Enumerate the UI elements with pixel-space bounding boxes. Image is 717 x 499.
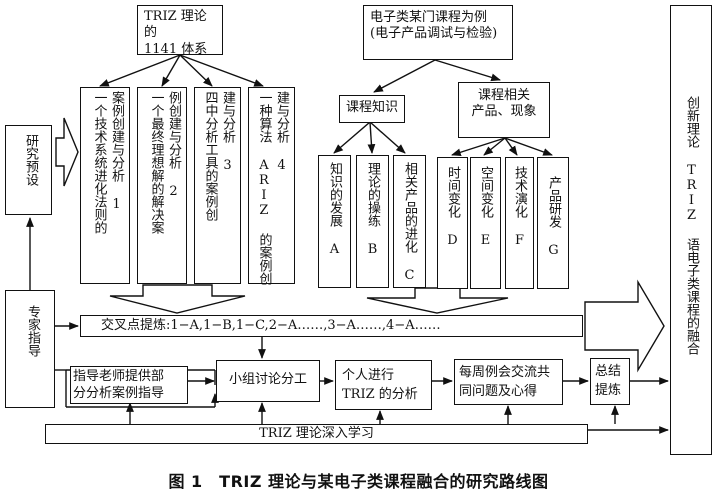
course-products-line1: 课程相关 [477, 88, 530, 103]
product-item-g-label: 产品研发 G [546, 176, 561, 258]
course-example-line2: (电子产品调试与检验) [370, 26, 498, 42]
individual-analysis-box: 个人进行 TRIZ 的分析 [335, 360, 432, 410]
fan-line-triz-1 [99, 54, 181, 87]
summary-line2: 提炼 [595, 382, 622, 398]
course-down-block-arrow [366, 287, 509, 314]
product-item-e-label: 空间变化 E [478, 166, 493, 248]
weekly-meeting-line2: 同问题及心得 [459, 383, 538, 399]
triz-item-3-col1: 四中分析工具的案例创 [202, 91, 218, 221]
summary-box: 总结 提炼 [590, 358, 630, 405]
fan-line-knowledge-c [369, 121, 406, 154]
fan-line-product-e [483, 137, 506, 156]
fan-line-knowledge-b [367, 121, 376, 154]
triz-item-4-col2: 建与分析 4 [274, 91, 289, 173]
individual-analysis-line1: 个人进行 [342, 368, 395, 383]
triz-deep-learning-box: TRIZ 理论深入学习 [45, 424, 588, 444]
summary-line1: 总结 [595, 364, 622, 379]
triz-item-1-col2: 案例创建与分析 1 [109, 91, 124, 212]
fan-line-course-products [434, 59, 501, 82]
research-preset-box: 研究预设 [5, 125, 52, 215]
triz-item-4-col1: 一种算法 ARIZ 的案例创 [256, 91, 272, 285]
crosspoint-box: 交叉点提炼:1−A,1−B,1−C,2−A……,3−A……,4−A…… [80, 315, 583, 337]
knowledge-item-b-box: 理论的操练 B [356, 155, 389, 288]
expert-guidance-label: 专家指导 [25, 305, 40, 357]
product-item-e-box: 空间变化 E [470, 157, 501, 289]
product-item-f-label: 技术演化 F [512, 166, 527, 248]
triz-item-1-col1: 一个技术系统进化法则的 [91, 91, 107, 234]
teacher-cases-line2: 分分析案例指导 [73, 385, 165, 401]
fan-line-product-d [451, 137, 506, 157]
fusion-block-arrow [584, 279, 665, 373]
course-knowledge-label: 课程知识 [345, 100, 398, 115]
triz-1141-line1: TRIZ 理论的 [144, 9, 207, 41]
triz-1141-line2: 1141 体系 [144, 41, 208, 57]
triz-item-3-box: 建与分析 3 四中分析工具的案例创 [194, 87, 241, 284]
course-example-line1: 电子类某门课程为例 [370, 10, 488, 25]
fan-line-course-knowledge [373, 59, 436, 93]
weekly-meeting-box: 每周例会交流共 同问题及心得 [454, 359, 563, 405]
triz-item-4-box: 建与分析 4 一种算法 ARIZ 的案例创 [248, 87, 295, 285]
triz-item-2-col1: 一个最终理想解的解决案 [148, 91, 164, 234]
triz-item-2-box: 例创建与分析 2 一个最终理想解的解决案 [137, 87, 187, 284]
figure-caption: 图 1 TRIZ 理论与某电子类课程融合的研究路线图 [168, 472, 549, 491]
knowledge-item-c-label: 相关产品的进化 C [402, 162, 417, 283]
product-item-d-box: 时间变化 D [437, 157, 468, 289]
research-preset-label: 研究预设 [23, 134, 38, 186]
product-item-g-box: 产品研发 G [537, 157, 569, 289]
fan-line-knowledge-a [333, 121, 371, 154]
triz-item-1-box: 案例创建与分析 1 一个技术系统进化法则的 [80, 87, 130, 284]
triz-course-fusion-box: 创新理论 TRIZ 语电子类课程的融合 [670, 5, 712, 455]
knowledge-item-a-label: 知识的发展 A [327, 162, 342, 257]
course-products-box: 课程相关 产品、现象 [458, 82, 550, 138]
product-item-d-label: 时间变化 D [445, 166, 460, 248]
weekly-meeting-line1: 每周例会交流共 [459, 365, 551, 380]
triz-1141-system-box: TRIZ 理论的 1141 体系 [137, 5, 223, 57]
fan-line-triz-3 [179, 54, 213, 87]
individual-analysis-line2: TRIZ 的分析 [342, 386, 418, 402]
triz-course-fusion-label: 创新理论 TRIZ 语电子类课程的融合 [684, 96, 699, 355]
course-knowledge-box: 课程知识 [339, 95, 405, 123]
course-products-line2: 产品、现象 [471, 104, 537, 120]
triz-deep-learning-label: TRIZ 理论深入学习 [259, 426, 374, 441]
course-example-box: 电子类某门课程为例 (电子产品调试与检验) [363, 5, 513, 60]
knowledge-item-a-box: 知识的发展 A [318, 155, 351, 288]
fan-line-product-f [504, 137, 518, 156]
group-discussion-box: 小组讨论分工 [216, 360, 320, 402]
fan-line-triz-4 [179, 54, 264, 87]
knowledge-item-c-box: 相关产品的进化 C [393, 155, 426, 288]
triz-item-2-col2: 例创建与分析 2 [166, 91, 181, 199]
preset-block-arrow [55, 117, 79, 187]
group-discussion-label: 小组讨论分工 [228, 372, 307, 387]
triz-down-block-arrow [109, 284, 246, 314]
teacher-cases-box: 指导老师提供部 分分析案例指导 [70, 366, 188, 404]
crosspoint-label: 交叉点提炼:1−A,1−B,1−C,2−A……,3−A……,4−A…… [101, 318, 441, 333]
teacher-cases-line1: 指导老师提供部 [73, 369, 165, 384]
fan-line-triz-2 [161, 54, 181, 87]
product-item-f-box: 技术演化 F [505, 157, 534, 289]
triz-item-3-col2: 建与分析 3 [220, 91, 235, 173]
knowledge-item-b-label: 理论的操练 B [365, 162, 380, 257]
fan-line-product-g [504, 137, 553, 156]
expert-guidance-box: 专家指导 [5, 290, 55, 408]
